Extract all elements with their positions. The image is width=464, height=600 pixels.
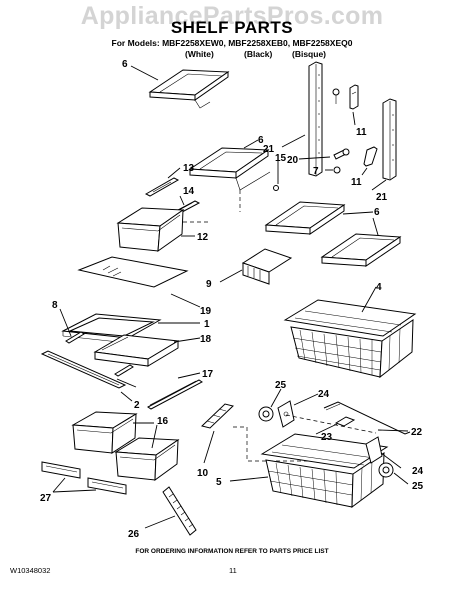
callout-10: 10 bbox=[197, 468, 209, 479]
shelf-6-center bbox=[188, 147, 271, 212]
bracket-23 bbox=[334, 416, 356, 427]
bracket-11-mid bbox=[363, 146, 378, 167]
callout-21-right: 21 bbox=[376, 192, 388, 203]
callout-20: 20 bbox=[287, 155, 299, 166]
callout-21-top: 21 bbox=[263, 144, 275, 155]
trim-2 bbox=[40, 350, 127, 389]
color-white: (White) bbox=[185, 49, 214, 59]
shelf-6-top-left bbox=[148, 69, 230, 109]
watermark: AppliancePartsPros.com bbox=[80, 2, 384, 30]
ordering-note: FOR ORDERING INFORMATION REFER TO PARTS … bbox=[135, 548, 329, 555]
callout-15: 15 bbox=[275, 153, 287, 164]
cover-27-a bbox=[41, 461, 81, 479]
callout-11-mid: 11 bbox=[351, 177, 362, 188]
glass-19 bbox=[77, 256, 189, 288]
callout-7: 7 bbox=[313, 166, 319, 177]
callout-6-center: 6 bbox=[258, 135, 264, 146]
shelf-6-right-b bbox=[320, 233, 402, 267]
callout-1: 1 bbox=[204, 319, 210, 330]
bracket-8-left bbox=[65, 331, 85, 344]
callout-9: 9 bbox=[206, 279, 212, 290]
rail-13 bbox=[144, 177, 180, 197]
callout-12: 12 bbox=[197, 232, 209, 243]
bin-16-left bbox=[71, 411, 138, 454]
callout-22: 22 bbox=[411, 427, 423, 438]
rod-22 bbox=[323, 401, 411, 435]
callout-17: 17 bbox=[202, 369, 214, 380]
color-bisque: (Bisque) bbox=[292, 49, 326, 59]
screw-7 bbox=[333, 166, 341, 174]
callout-5: 5 bbox=[216, 477, 222, 488]
rail-21-right bbox=[382, 98, 397, 181]
document-number: W10348032 bbox=[10, 566, 51, 575]
callout-24-lower: 24 bbox=[412, 466, 424, 477]
screw-15b bbox=[273, 185, 279, 191]
bracket-24-lower bbox=[365, 436, 383, 464]
callout-16: 16 bbox=[157, 416, 169, 427]
page-number: 11 bbox=[229, 566, 237, 575]
drawer-12 bbox=[116, 207, 210, 253]
callout-14: 14 bbox=[183, 186, 195, 197]
grill-10 bbox=[200, 403, 235, 429]
screw-15 bbox=[332, 88, 340, 104]
callout-24-upper: 24 bbox=[318, 389, 330, 400]
callout-4: 4 bbox=[376, 282, 382, 293]
wheel-25-upper bbox=[258, 406, 274, 422]
bracket-8-lower bbox=[114, 364, 134, 377]
rail-21-left bbox=[308, 61, 323, 177]
callout-11-top: 11 bbox=[356, 127, 367, 138]
color-black: (Black) bbox=[244, 49, 273, 59]
callout-2: 2 bbox=[134, 400, 140, 411]
bracket-24-upper bbox=[277, 400, 295, 428]
callout-25-upper: 25 bbox=[275, 380, 287, 391]
page-title: SHELF PARTS bbox=[170, 18, 294, 37]
frame-1 bbox=[61, 313, 162, 344]
shelf-6-right-a bbox=[264, 201, 346, 235]
callout-27: 27 bbox=[40, 493, 52, 504]
callout-13: 13 bbox=[183, 163, 195, 174]
models-line: For Models: MBF2258XEW0, MBF2258XEB0, MB… bbox=[111, 38, 353, 48]
callout-8-left: 8 bbox=[52, 300, 58, 311]
callout-23: 23 bbox=[321, 432, 333, 443]
grill-9 bbox=[241, 248, 293, 285]
basket-5 bbox=[260, 433, 389, 509]
callout-6-right: 6 bbox=[374, 207, 380, 218]
grill-26 bbox=[162, 486, 197, 536]
basket-4 bbox=[283, 299, 417, 379]
screw-20 bbox=[333, 148, 350, 160]
callout-6-top-left: 6 bbox=[122, 59, 128, 70]
drawer-18 bbox=[93, 334, 180, 367]
wheel-25-lower bbox=[378, 462, 394, 478]
bin-16-right bbox=[114, 437, 180, 482]
callout-18: 18 bbox=[200, 334, 212, 345]
cover-27-b bbox=[87, 477, 127, 495]
trim-17 bbox=[147, 379, 203, 410]
callout-26: 26 bbox=[128, 529, 140, 540]
bracket-11-top bbox=[349, 84, 359, 110]
callout-25-lower: 25 bbox=[412, 481, 424, 492]
callout-19: 19 bbox=[200, 306, 212, 317]
